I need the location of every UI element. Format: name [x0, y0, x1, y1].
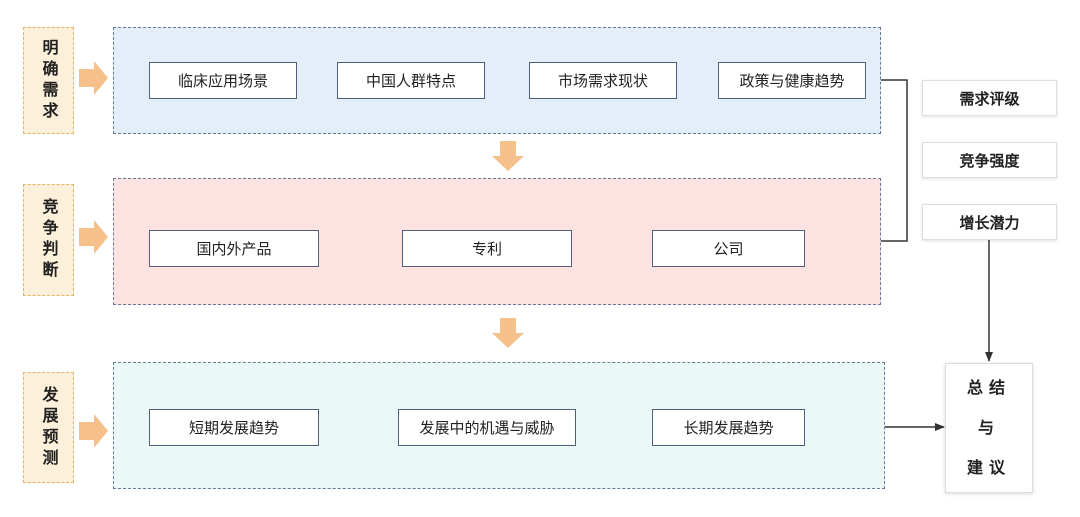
eval-competition-intensity: 竞争强度: [922, 142, 1057, 178]
stage-label-2-text: 竞争判断: [39, 198, 59, 282]
item-opportunities-threats: 发展中的机遇与威胁: [398, 409, 576, 446]
arrow-right-stage-1: [79, 61, 108, 95]
item-long-term-trends: 长期发展趋势: [652, 409, 805, 446]
stage-label-2: 竞争判断: [23, 184, 74, 296]
stage-label-1-text: 明确需求: [39, 38, 59, 123]
arrow-down-1: [492, 141, 524, 171]
item-clinical-scenarios: 临床应用场景: [149, 62, 297, 99]
arrow-right-stage-2: [79, 220, 108, 254]
item-products: 国内外产品: [149, 230, 319, 267]
item-patents: 专利: [402, 230, 572, 267]
stage-label-1: 明确需求: [23, 27, 74, 134]
summary-box: 总结 与 建议: [945, 363, 1033, 493]
item-market-demand: 市场需求现状: [529, 62, 677, 99]
evaluation-bracket: [881, 79, 908, 242]
item-short-term-trends: 短期发展趋势: [149, 409, 319, 446]
stage-label-3: 发展预测: [23, 372, 74, 483]
stage-label-3-text: 发展预测: [39, 385, 59, 470]
summary-line-3: 建议: [966, 458, 1011, 477]
item-chinese-population: 中国人群特点: [337, 62, 485, 99]
eval-demand-rating: 需求评级: [922, 80, 1057, 116]
item-companies: 公司: [652, 230, 805, 267]
arrow-down-2: [492, 318, 524, 348]
eval-growth-potential: 增长潜力: [922, 204, 1057, 240]
summary-line-1: 总结: [966, 378, 1011, 397]
summary-line-2: 与: [977, 418, 1000, 437]
item-policy-health-trends: 政策与健康趋势: [718, 62, 866, 99]
arrow-right-stage-3: [79, 414, 108, 448]
